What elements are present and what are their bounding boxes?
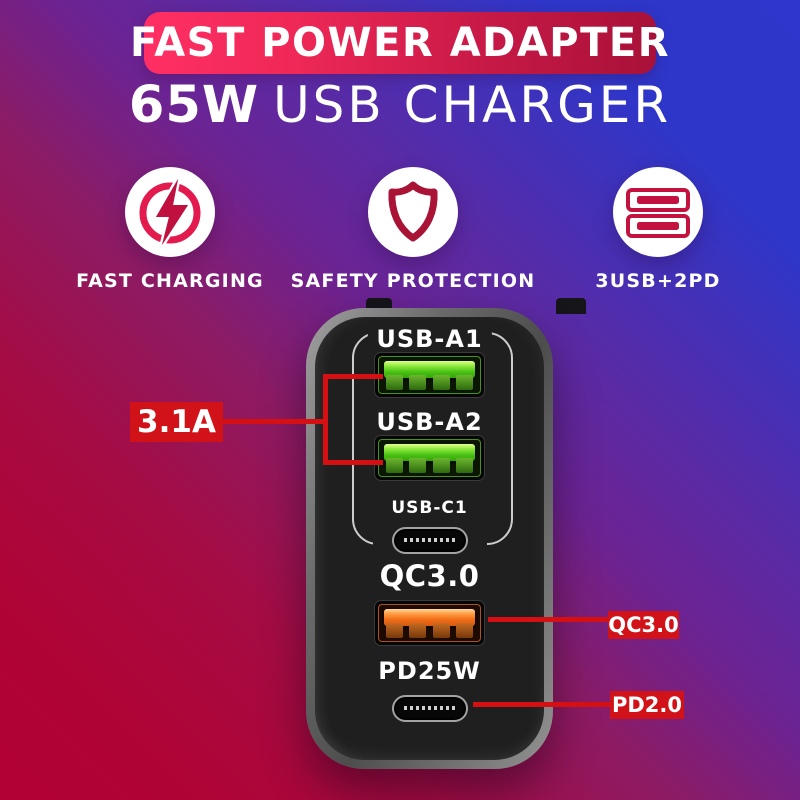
charger-body: USB-A1 USB-A2 USB-C1 bbox=[306, 308, 553, 769]
usb-c1-label: USB-C1 bbox=[382, 498, 477, 518]
quick-charge-callout: QC3.0 bbox=[608, 611, 679, 639]
title-banner: FAST POWER ADAPTER bbox=[130, 12, 669, 74]
qc3-port bbox=[374, 600, 485, 646]
usb-c1-port-pins bbox=[404, 538, 456, 542]
shield-icon bbox=[388, 181, 438, 242]
usb-c1-port bbox=[392, 526, 468, 554]
qc3-port-pins bbox=[386, 623, 473, 638]
qc3-port-frame bbox=[378, 604, 481, 642]
usb-a2-port-frame bbox=[378, 439, 481, 477]
pd25w-label: PD25W bbox=[369, 657, 490, 685]
qc3-port-tongue bbox=[384, 609, 475, 626]
pd-port-pins bbox=[404, 706, 456, 710]
usb-a2-label: USB-A2 bbox=[367, 408, 492, 436]
qc3-label: QC3.0 bbox=[370, 559, 489, 593]
feature-usb-pd: 3USB+2PD bbox=[546, 167, 770, 292]
usb-a2-port bbox=[374, 435, 485, 481]
wattage-text: 65W bbox=[128, 76, 260, 135]
feature-safety-protection: SAFETY PROTECTION bbox=[291, 167, 534, 292]
usb-a2-port-pins bbox=[386, 458, 473, 473]
usb-pd-label: 3USB+2PD bbox=[595, 270, 721, 292]
usb-a1-port-frame bbox=[378, 356, 481, 394]
banner-title: FAST POWER ADAPTER bbox=[129, 20, 671, 66]
pd-port bbox=[392, 694, 468, 722]
usb-ports-icon-circle bbox=[613, 167, 703, 257]
charger-face: USB-A1 USB-A2 USB-C1 bbox=[315, 317, 544, 760]
amperage-callout-line bbox=[222, 419, 326, 424]
headline: 65W USB CHARGER bbox=[0, 76, 800, 135]
usb-a1-port-tongue bbox=[384, 361, 475, 378]
dual-usb-ports-icon bbox=[626, 188, 690, 238]
amperage-bracket-top-line bbox=[323, 374, 383, 379]
usb-a1-label: USB-A1 bbox=[367, 325, 492, 353]
usb-c1-port-recess bbox=[373, 521, 487, 559]
power-delivery-callout-line bbox=[473, 702, 612, 707]
usb-a1-port-pins bbox=[386, 375, 473, 390]
amperage-bracket-bottom-line bbox=[323, 460, 383, 465]
product-name-text: USB CHARGER bbox=[273, 76, 672, 134]
amperage-callout: 3.1A bbox=[130, 402, 223, 442]
safety-icon-circle bbox=[368, 167, 458, 257]
pd-port-recess bbox=[373, 689, 487, 727]
amperage-bracket-line bbox=[323, 374, 328, 465]
usb-a1-port bbox=[374, 352, 485, 398]
power-delivery-callout: PD2.0 bbox=[610, 691, 684, 719]
plug-prong-right bbox=[556, 298, 586, 314]
usb-a2-port-tongue bbox=[384, 444, 475, 461]
safety-protection-label: SAFETY PROTECTION bbox=[290, 270, 536, 292]
fast-charging-icon-circle bbox=[125, 167, 215, 257]
feature-fast-charging: FAST CHARGING bbox=[58, 167, 282, 292]
fast-charging-label: FAST CHARGING bbox=[76, 270, 264, 292]
lightning-circle-icon bbox=[139, 176, 201, 248]
quick-charge-callout-line bbox=[488, 617, 610, 622]
